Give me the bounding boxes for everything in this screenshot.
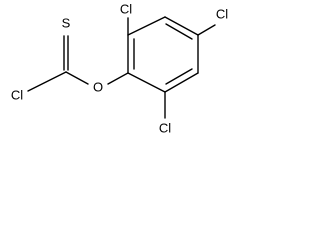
ring-double-bond-top-right bbox=[165, 23, 193, 40]
sulfur-atom-label: S bbox=[62, 15, 71, 30]
bond-c-o bbox=[65, 71, 89, 85]
ring-bond-c5-c6 bbox=[164, 72, 199, 93]
chlorine-thio-atom-label: Cl bbox=[11, 87, 23, 102]
oxygen-atom-label: O bbox=[93, 79, 103, 94]
ring-double-bond-bottom-right bbox=[165, 68, 193, 85]
chemical-structure: S Cl O Cl Cl Cl bbox=[11, 1, 228, 135]
ring-bond-c3-c4 bbox=[164, 16, 199, 36]
bond-ring-cl-para bbox=[197, 24, 216, 36]
chlorine-bottom-atom-label: Cl bbox=[159, 120, 171, 135]
ring-bond-c2-c3 bbox=[127, 16, 166, 36]
chlorine-top-atom-label: Cl bbox=[120, 1, 132, 16]
bond-c-cl bbox=[27, 71, 67, 92]
chlorine-para-atom-label: Cl bbox=[216, 6, 228, 21]
bond-o-ring bbox=[107, 72, 129, 85]
ring-bond-c6-c1 bbox=[127, 72, 166, 93]
